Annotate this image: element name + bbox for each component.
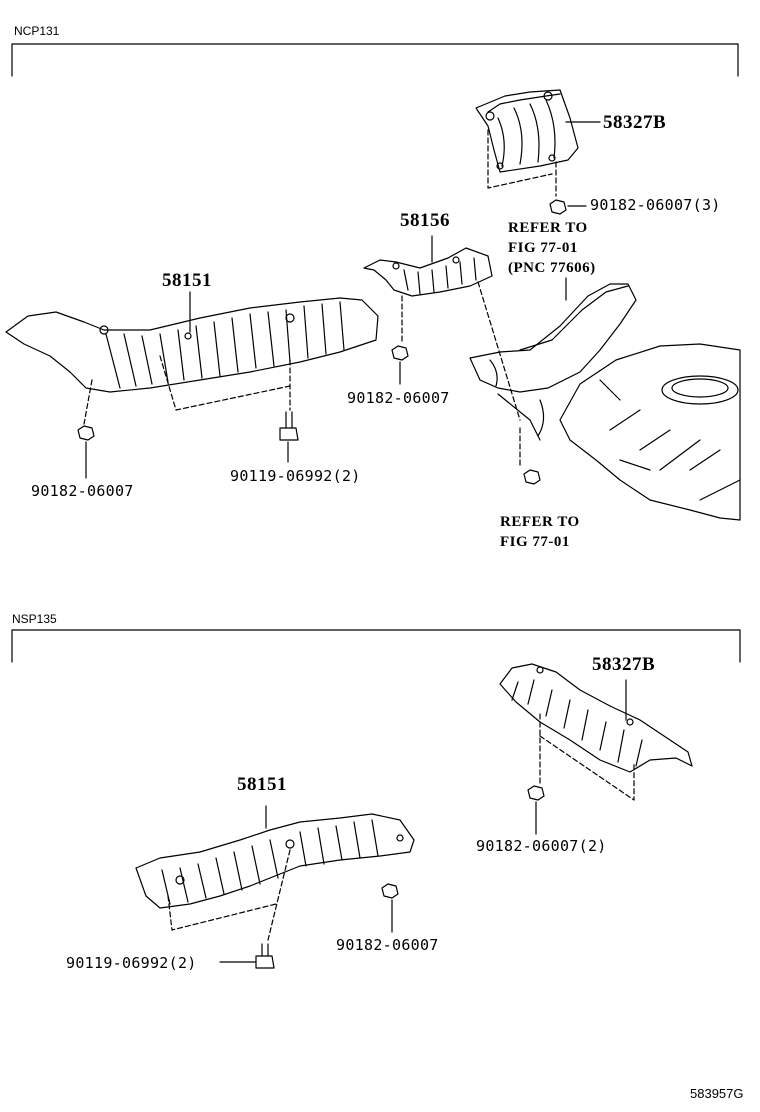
part-number-nut-nsp: 90182-06007 [336,936,439,954]
heat-insulator-58151-bottom [135,813,415,941]
part-number-nut-58156: 90182-06007 [347,389,450,407]
section-label-nsp135: NSP135 [12,612,57,626]
nut-icon-58151-left [77,425,95,441]
section-label-ncp131: NCP131 [14,24,60,38]
section-bracket-nsp135 [11,629,741,663]
part-number-nut-left: 90182-06007 [31,482,134,500]
part-number-58156: 58156 [400,210,450,231]
bolt-icon-58151 [279,411,299,441]
part-number-nut-3: 90182-06007(3) [590,196,721,214]
fuel-tank-partial [559,343,741,521]
bolt-icon-nsp [255,943,275,969]
exhaust-pipe-ref [469,283,637,441]
reference-note-upper: REFER TO FIG 77-01 (PNC 77606) [508,220,596,276]
part-number-bolt-2: 90119-06992(2) [230,467,361,485]
part-number-bolt-nsp: 90119-06992(2) [66,954,197,972]
part-number-58151-bottom: 58151 [237,774,287,795]
nut-icon-nsp-center [381,883,399,899]
part-number-58151-top: 58151 [162,270,212,291]
part-number-nut-2: 90182-06007(2) [476,837,607,855]
heat-insulator-58156 [363,247,521,421]
heat-insulator-58151-top [5,297,379,425]
nut-icon-lower-ref [523,469,541,485]
reference-note-lower: REFER TO FIG 77-01 [500,514,580,550]
heat-insulator-58327b-top [475,89,579,197]
nut-icon-top [549,199,567,215]
part-number-58327b-top: 58327B [603,112,667,133]
figure-code: 583957G [690,1086,744,1101]
part-number-58327b-bottom: 58327B [592,654,656,675]
section-bracket-ncp131 [11,43,739,77]
nut-icon-nsp-right [527,785,545,801]
heat-insulator-58327b-bottom [499,663,693,801]
nut-icon-58156 [391,345,409,361]
